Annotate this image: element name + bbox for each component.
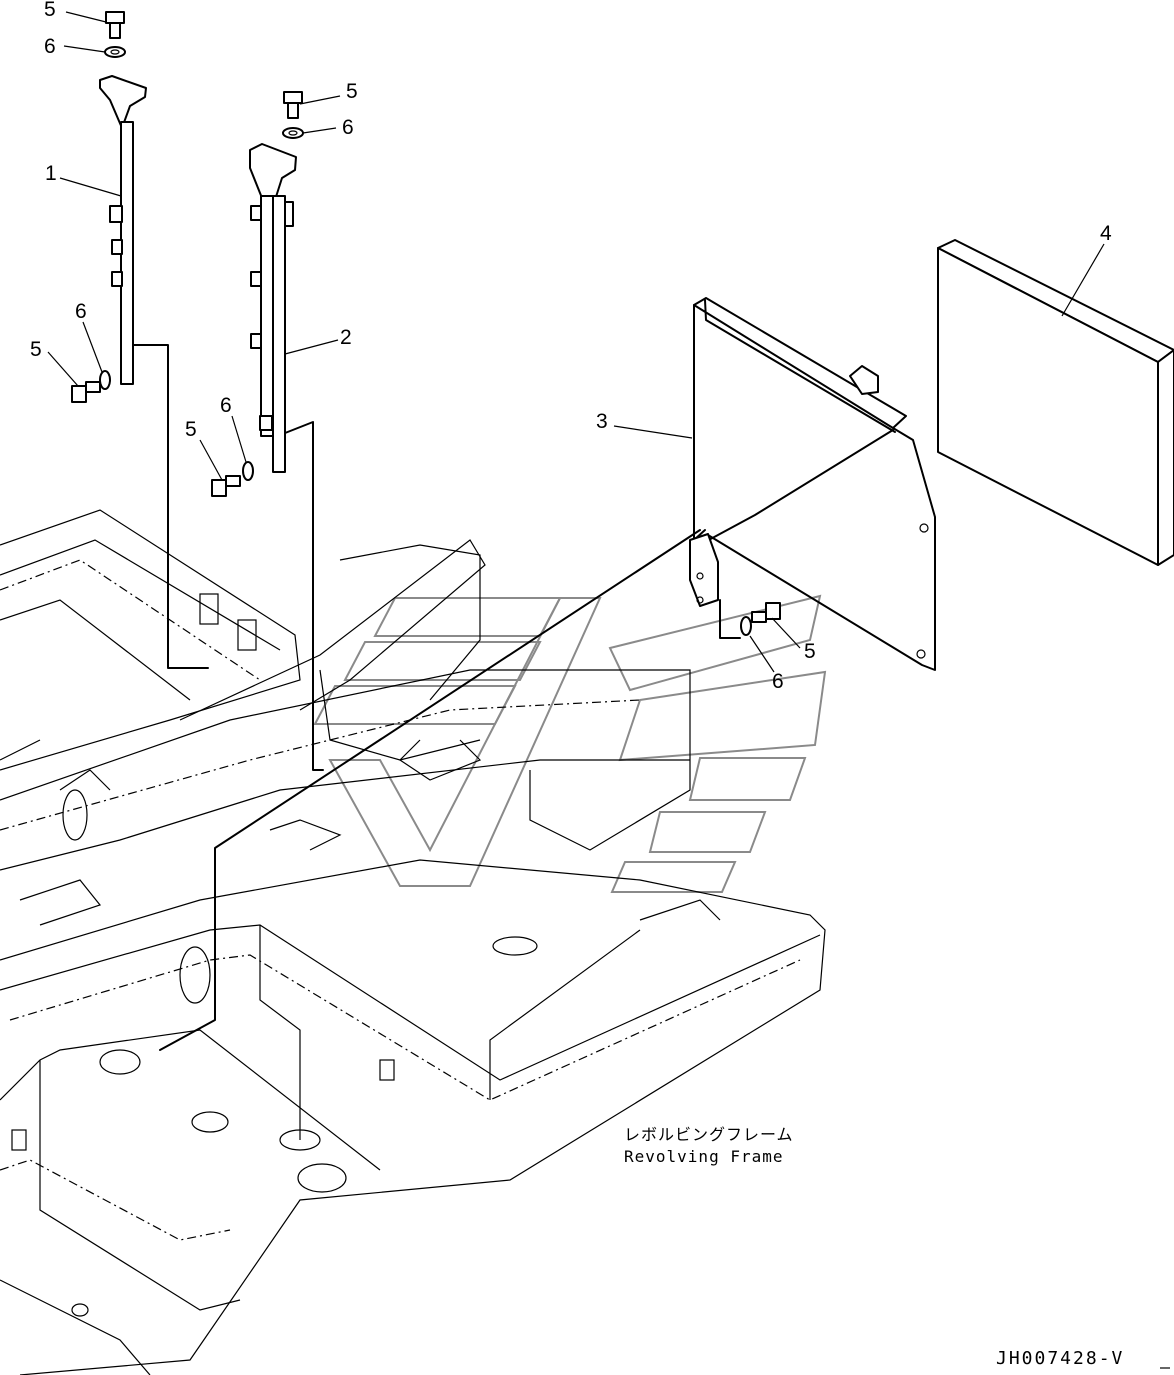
part-4-board — [937, 239, 1174, 566]
part-2-stay — [249, 143, 297, 473]
bolt-icon — [105, 11, 125, 39]
callout-6: 6 — [220, 394, 232, 417]
callout-5: 5 — [804, 640, 816, 663]
washer-icon — [99, 370, 111, 390]
bolt-icon — [211, 475, 241, 497]
frame-label-english: Revolving Frame — [624, 1147, 784, 1166]
callout-1: 1 — [45, 162, 57, 185]
washer-icon — [740, 616, 752, 636]
frame-label-japanese: レボルビングフレーム — [624, 1125, 794, 1144]
revolving-frame — [0, 509, 826, 1375]
callout-5: 5 — [30, 338, 42, 361]
fasteners — [71, 11, 781, 636]
callout-6: 6 — [75, 300, 87, 323]
callout-5: 5 — [346, 80, 358, 103]
callout-6: 6 — [44, 35, 56, 58]
watermark-logo — [313, 594, 827, 893]
washer-icon — [242, 461, 254, 481]
callout-2: 2 — [340, 326, 352, 349]
washer-icon — [282, 127, 304, 139]
callout-4: 4 — [1100, 222, 1112, 245]
part-3-panel — [689, 297, 936, 671]
callout-5: 5 — [185, 418, 197, 441]
callout-3: 3 — [596, 410, 608, 433]
bolt-icon — [283, 91, 303, 119]
callout-6: 6 — [772, 670, 784, 693]
callout-6: 6 — [342, 116, 354, 139]
washer-icon — [104, 46, 126, 58]
drawing-code: JH007428-V — [996, 1348, 1124, 1369]
bolt-icon — [71, 381, 101, 403]
part-1-stay — [99, 75, 147, 385]
bolt-icon — [751, 602, 781, 623]
callout-numbers: 5 6 1 6 5 5 6 2 6 5 3 4 5 6 — [30, 0, 1112, 693]
callout-leaders — [47, 11, 1105, 673]
connector-lines — [132, 344, 894, 1051]
callout-5: 5 — [44, 0, 56, 21]
